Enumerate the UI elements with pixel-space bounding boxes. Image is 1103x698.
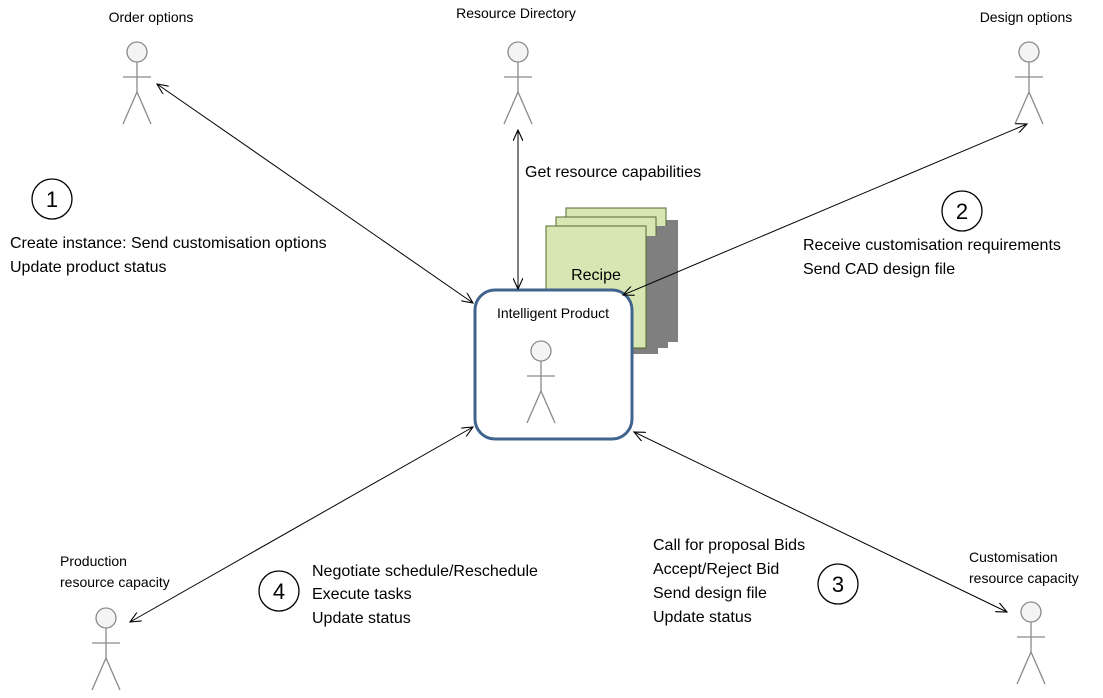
- resource-directory-actor-icon: [503, 41, 533, 125]
- recipe-label: Recipe: [571, 267, 621, 284]
- resource-directory-label: Resource Directory: [456, 5, 576, 21]
- connector-design-options: [623, 124, 1027, 295]
- step-1-line-2: Update product status: [10, 259, 167, 276]
- production-label-line2: resource capacity: [60, 574, 170, 590]
- step-2-number: 2: [956, 199, 968, 224]
- connector-order-options: [157, 84, 473, 303]
- design-options-actor-icon: [1014, 41, 1044, 125]
- order-options-actor-icon: [122, 41, 152, 125]
- intelligent-product-label: Intelligent Product: [497, 305, 609, 321]
- intelligent-product-box: [473, 288, 634, 441]
- step-1-line-1: Create instance: Send customisation opti…: [10, 235, 327, 252]
- production-label-line1: Production: [60, 553, 127, 569]
- customisation-label-line2: resource capacity: [969, 570, 1079, 586]
- connector-customisation: [634, 432, 1007, 612]
- step-4-line-2: Execute tasks: [312, 586, 412, 603]
- step-1-number: 1: [46, 187, 58, 212]
- step-3-number: 3: [832, 572, 844, 597]
- customisation-label-line1: Customisation: [969, 549, 1058, 565]
- step-2-line-1: Receive customisation requirements: [803, 237, 1061, 254]
- step-3-line-2: Accept/Reject Bid: [653, 561, 779, 578]
- step-3-line-1: Call for proposal Bids: [653, 537, 805, 554]
- step-2-line-2: Send CAD design file: [803, 261, 955, 278]
- step-3-line-3: Send design file: [653, 585, 767, 602]
- step-3-circle: [817, 563, 859, 605]
- intelligent-product-actor-icon: [526, 340, 556, 424]
- order-options-label: Order options: [109, 9, 194, 25]
- customisation-actor-icon: [1016, 601, 1046, 685]
- resource-query-label: Get resource capabilities: [525, 164, 701, 181]
- step-4-line-1: Negotiate schedule/Reschedule: [312, 563, 538, 580]
- connector-production: [130, 427, 473, 622]
- step-4-circle: [258, 570, 300, 612]
- step-4-line-3: Update status: [312, 610, 411, 627]
- production-actor-icon: [91, 607, 121, 691]
- design-options-label: Design options: [980, 9, 1073, 25]
- step-1-circle: [31, 178, 73, 220]
- step-2-circle: [941, 190, 983, 232]
- step-3-line-4: Update status: [653, 609, 752, 626]
- step-4-number: 4: [273, 579, 285, 604]
